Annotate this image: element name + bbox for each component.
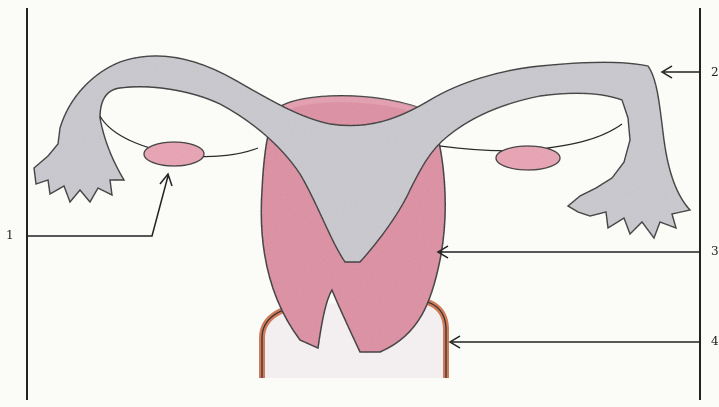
pointer-2 xyxy=(662,66,700,78)
fallopian-tubes xyxy=(34,56,690,262)
label-1: 1 xyxy=(6,229,14,241)
label-2: 2 xyxy=(711,66,719,78)
pointer-4 xyxy=(450,336,700,348)
label-4: 4 xyxy=(711,335,719,347)
left-ovary xyxy=(144,142,204,166)
right-ovary xyxy=(496,146,560,170)
pointer-3 xyxy=(438,246,700,258)
label-3: 3 xyxy=(711,245,719,257)
